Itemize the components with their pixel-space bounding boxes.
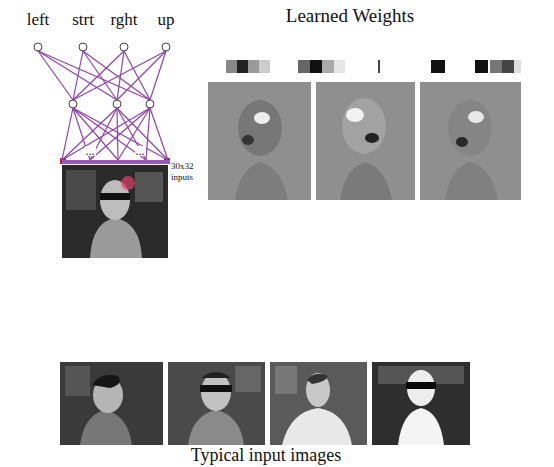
hidden-unit [113,100,121,108]
weight-line [73,51,166,100]
unit-circle [144,40,188,54]
weight-image [420,82,521,200]
output-unit: strt [58,10,108,54]
weight-line [38,51,150,100]
ellipsis: ... [85,146,96,156]
unit-label: left [13,10,63,30]
output-unit: up [141,10,191,54]
weight-line [118,108,150,160]
unit-label: rght [99,10,149,30]
output-unit: left [13,10,63,54]
unit-circle [61,40,105,54]
input-size-label: 30x32 inputs [171,161,203,183]
weight-line [117,51,166,100]
weight-line [146,108,150,160]
unit-circle [16,40,60,54]
weight-line [150,108,168,160]
weight-line [124,51,150,100]
weight-line [73,51,124,100]
weight-line [62,108,73,160]
weight-line [73,108,118,160]
unit-label: strt [58,10,108,30]
hidden-unit [69,100,77,108]
weight-bars [226,60,521,73]
weight-line [90,108,150,160]
hidden-unit [146,100,154,108]
input-image [60,362,163,445]
output-unit: rght [99,10,149,54]
weight-line [117,108,168,160]
weight-line [117,108,118,160]
caption: Typical input images [191,445,342,465]
weight-image [208,82,311,200]
panel-title: Learned Weights [286,4,414,27]
weight-image [316,82,415,200]
weight-line [62,108,150,160]
weight-line [62,108,117,160]
weight-line [73,108,168,160]
unit-label: up [141,10,191,30]
unit-circle [102,40,146,54]
input-image [168,362,265,445]
input-bar [62,160,170,164]
weight-line [150,51,166,100]
input-image [270,362,367,445]
ellipsis: ... [135,146,146,156]
input-image [372,362,470,445]
network-input-image [60,158,170,258]
weight-line [38,51,117,100]
